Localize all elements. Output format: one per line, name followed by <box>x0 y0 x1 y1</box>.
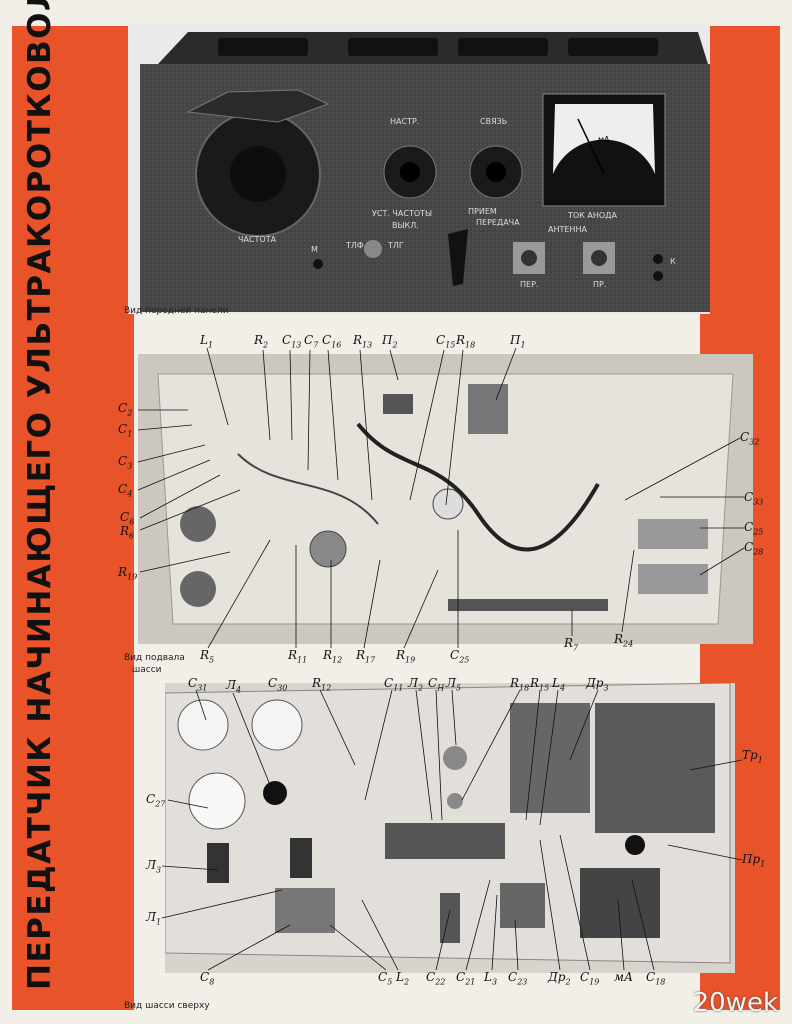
label-L2-lamp: Л2 <box>408 676 424 693</box>
label-C33: C33 <box>744 490 764 507</box>
label-C16: C16 <box>322 333 342 350</box>
front-label-priem: ПРИЕМ <box>468 207 497 216</box>
front-label-antenna: АНТЕННА <box>548 225 587 234</box>
label-C31: C31 <box>188 676 208 693</box>
front-label-tok-anoda: ТОК АНОДА <box>567 211 617 220</box>
front-label-peredacha: ПЕРЕДАЧА <box>476 218 520 227</box>
front-label-pr: ПР. <box>593 280 606 289</box>
label-C7: C7 <box>304 333 319 350</box>
label-R17: R17 <box>356 648 376 665</box>
label-C23: C23 <box>508 970 528 987</box>
label-R13: R13 <box>353 333 373 350</box>
label-C21: C21 <box>456 970 476 987</box>
label-L2-coil: L2 <box>396 970 410 987</box>
label-C5: C5 <box>378 970 393 987</box>
label-L5-lamp: Л5 <box>446 676 462 693</box>
label-Dr3: Др3 <box>586 676 609 693</box>
label-P2: П2 <box>382 333 398 350</box>
label-R12-top: R12 <box>312 676 332 693</box>
label-C13: C13 <box>282 333 302 350</box>
label-mA: мА <box>614 970 634 984</box>
label-R11: R11 <box>288 648 308 665</box>
caption-bottom-line1: Вид подвала <box>124 653 185 663</box>
front-label-ust-chastoty: УСТ. ЧАСТОТЫ <box>372 209 432 218</box>
label-L4-coil: L4 <box>552 676 566 693</box>
label-R15: R15 <box>530 676 550 693</box>
front-label-nastr: НАСТР. <box>390 117 419 126</box>
chassis-top-photo <box>165 683 735 973</box>
caption-bottom-line2: шасси <box>132 665 162 675</box>
front-label-vykl: ВЫКЛ. <box>392 221 419 230</box>
watermark: 20wek <box>692 988 778 1018</box>
label-Pr1: Пр1 <box>742 852 766 869</box>
meter-unit: мА <box>598 135 610 144</box>
label-L3-lamp: Л3 <box>146 858 162 875</box>
label-C25-right: C25 <box>744 520 764 537</box>
label-R12-bottom: R12 <box>323 648 343 665</box>
label-C22: C22 <box>426 970 446 987</box>
label-Tr1: Тр1 <box>742 748 763 765</box>
label-L3-coil: L3 <box>484 970 498 987</box>
label-R18: R18 <box>456 333 476 350</box>
label-CN: CН <box>428 676 445 693</box>
label-L1: L1 <box>200 333 214 350</box>
label-Dr2: Др2 <box>548 970 571 987</box>
label-R24: R24 <box>614 632 634 649</box>
label-R19-left: R19 <box>118 565 138 582</box>
label-R19-bottom: R19 <box>396 648 416 665</box>
label-C8: C8 <box>200 970 215 987</box>
label-P1: П1 <box>510 333 526 350</box>
label-C3: C3 <box>118 454 133 471</box>
label-C2: C2 <box>118 401 133 418</box>
red-background-left <box>12 26 134 1010</box>
label-R7: R7 <box>564 636 579 653</box>
label-C30: C30 <box>268 676 288 693</box>
label-R2: R2 <box>254 333 269 350</box>
label-C28: C28 <box>744 540 764 557</box>
front-label-m: М <box>311 245 318 254</box>
label-C11: C11 <box>384 676 404 693</box>
label-C18: C18 <box>646 970 666 987</box>
label-C27: C27 <box>146 792 166 809</box>
label-R18-top: R18 <box>510 676 530 693</box>
front-label-per: ПЕР. <box>520 280 538 289</box>
label-R6: R6 <box>120 524 135 541</box>
label-R5: R5 <box>200 648 215 665</box>
label-C19: C19 <box>580 970 600 987</box>
label-L1-lamp: Л1 <box>146 910 162 927</box>
label-C4: C4 <box>118 482 133 499</box>
label-C25-bottom: C25 <box>450 648 470 665</box>
front-label-k: К <box>670 257 676 266</box>
front-label-tlf: ТЛФ <box>345 241 364 250</box>
front-label-svyaz: СВЯЗЬ <box>480 117 507 126</box>
label-C6: C6 <box>120 510 135 527</box>
label-L4-lamp: Л4 <box>226 678 242 695</box>
label-C15: C15 <box>436 333 456 350</box>
front-label-tlg: ТЛГ <box>387 241 404 250</box>
front-panel-photo: ЧАСТОТА НАСТР. СВЯЗЬ мА ТОК АНОДА М ТЛФ … <box>128 24 710 314</box>
caption-front: Вид передней панели <box>124 306 229 316</box>
label-C32: C32 <box>740 430 760 447</box>
caption-top: Вид шасси сверху <box>124 1001 210 1011</box>
label-C1: C1 <box>118 422 133 439</box>
front-label-chastota: ЧАСТОТА <box>238 235 277 244</box>
